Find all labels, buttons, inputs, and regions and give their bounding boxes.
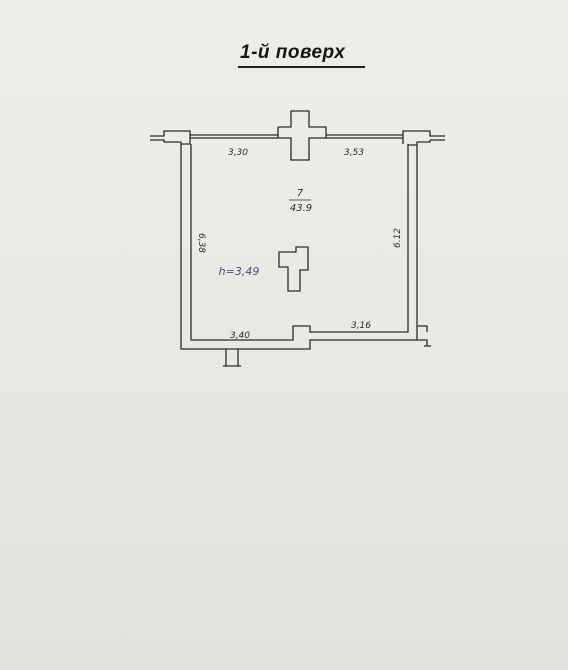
top-pillar <box>277 110 327 161</box>
interior-pillar <box>278 246 309 292</box>
corner-stub-bottom-left <box>223 349 241 367</box>
dim-bottom-right: 3,16 <box>351 321 371 331</box>
title-underline <box>238 66 365 68</box>
corner-stub-top-right <box>402 130 445 146</box>
dim-top-right: 3,53 <box>344 148 364 158</box>
dim-top-left: 3,30 <box>228 148 248 158</box>
ceiling-height-label: h=3,49 <box>219 265 260 278</box>
dim-bottom-left: 3,40 <box>230 331 250 341</box>
room-number: 7 <box>297 188 304 199</box>
dim-left-side: 6,38 <box>196 233 206 253</box>
outer-wall <box>180 144 418 350</box>
corner-stub-top-left <box>150 130 191 145</box>
dim-right-side: 6.12 <box>393 228 403 248</box>
inner-wall <box>190 144 409 341</box>
room-area: 43.9 <box>290 203 312 214</box>
corner-stub-bottom-right <box>417 325 431 347</box>
floor-title: 1-й поверх <box>240 42 346 63</box>
